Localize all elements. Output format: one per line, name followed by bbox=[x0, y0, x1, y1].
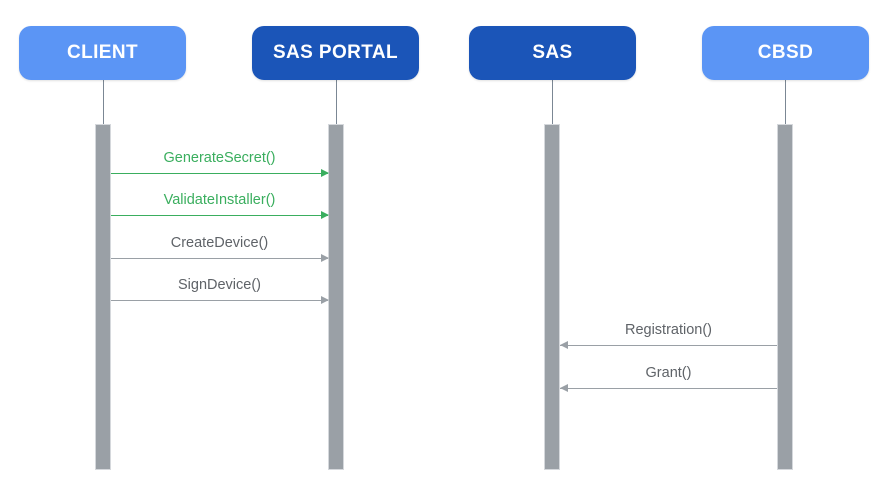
activation-bar-cbsd bbox=[777, 124, 793, 470]
message-arrowhead-validate-installer bbox=[321, 211, 329, 219]
activation-bar-sas-portal bbox=[328, 124, 344, 470]
message-line-generate-secret bbox=[111, 173, 328, 174]
lifeline-client bbox=[103, 80, 104, 124]
actor-label-sas: SAS bbox=[532, 42, 573, 63]
message-label-grant: Grant() bbox=[645, 365, 692, 381]
lifeline-cbsd bbox=[785, 80, 786, 124]
message-label-generate-secret: GenerateSecret() bbox=[163, 150, 276, 166]
message-label-create-device: CreateDevice() bbox=[170, 235, 269, 251]
actor-box-cbsd[interactable]: CBSD bbox=[702, 26, 869, 80]
actor-label-sas-portal: SAS PORTAL bbox=[272, 42, 399, 63]
message-line-create-device bbox=[111, 258, 328, 259]
message-line-grant bbox=[560, 388, 777, 389]
message-line-registration bbox=[560, 345, 777, 346]
actor-box-sas[interactable]: SAS bbox=[469, 26, 636, 80]
message-line-validate-installer bbox=[111, 215, 328, 216]
message-label-validate-installer: ValidateInstaller() bbox=[163, 192, 276, 208]
actor-label-cbsd: CBSD bbox=[757, 42, 814, 63]
actor-box-sas-portal[interactable]: SAS PORTAL bbox=[252, 26, 419, 80]
lifeline-sas-portal bbox=[336, 80, 337, 124]
activation-bar-sas bbox=[544, 124, 560, 470]
message-arrowhead-grant bbox=[560, 384, 568, 392]
message-arrowhead-create-device bbox=[321, 254, 329, 262]
message-arrowhead-registration bbox=[560, 341, 568, 349]
message-arrowhead-generate-secret bbox=[321, 169, 329, 177]
message-line-sign-device bbox=[111, 300, 328, 301]
activation-bar-client bbox=[95, 124, 111, 470]
message-label-registration: Registration() bbox=[624, 322, 713, 338]
message-label-sign-device: SignDevice() bbox=[178, 277, 261, 293]
actor-box-client[interactable]: CLIENT bbox=[19, 26, 186, 80]
lifeline-sas bbox=[552, 80, 553, 124]
actor-label-client: CLIENT bbox=[66, 42, 138, 63]
message-arrowhead-sign-device bbox=[321, 296, 329, 304]
